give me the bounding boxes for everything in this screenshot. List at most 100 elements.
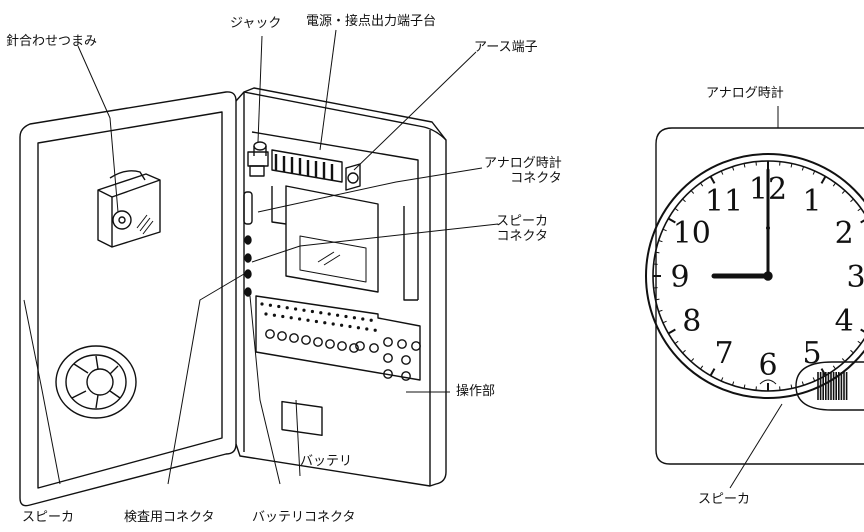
analog-clock-label: アナログ時計	[706, 86, 784, 101]
door-speaker	[55, 345, 137, 419]
analog-clock-connector-label: アナログ時計 コネクタ	[484, 156, 562, 186]
clock-numeral: 6	[758, 348, 777, 383]
clock-tick	[820, 175, 827, 184]
clock-numeral: 3	[846, 260, 864, 295]
indicator-dot	[348, 324, 352, 329]
clock-tick	[812, 170, 816, 175]
clock-tick	[682, 349, 686, 354]
hand-set-knob-label: 針合わせつまみ	[6, 34, 98, 49]
clock-tick	[832, 182, 836, 187]
jack-label: ジャック	[230, 16, 282, 31]
power-terminal-label: 電源・接点出力端子台	[306, 14, 437, 29]
clock-tick	[700, 365, 704, 370]
clock-tick	[674, 208, 679, 212]
clock-numeral: 10	[673, 216, 711, 251]
indicator-dot	[260, 302, 264, 306]
control-knob	[337, 341, 347, 351]
clock-tick	[682, 198, 686, 203]
control-knob	[383, 337, 393, 347]
clock-numeral: 1	[802, 184, 821, 219]
speaker-left-label: スピーカ	[22, 510, 75, 525]
control-knob	[369, 343, 379, 353]
operation-panel-label: 操作部	[456, 384, 496, 399]
control-knob	[411, 341, 421, 351]
clock-tick	[720, 377, 724, 382]
indicator-dot	[319, 311, 323, 315]
clock-tick	[857, 208, 862, 212]
indicator-dot	[365, 327, 369, 331]
indicator-dot	[327, 312, 331, 316]
indicator-dot	[277, 304, 281, 309]
control-knob	[349, 343, 359, 353]
clock-tick	[658, 309, 663, 313]
indicator-dot	[340, 323, 344, 327]
clock-speaker-grille	[817, 372, 848, 400]
battery-label: バッテリ	[300, 454, 353, 469]
clock-tick	[790, 163, 793, 168]
speaker-connector-label: スピーカ コネクタ	[496, 214, 549, 244]
clock-tick	[658, 239, 663, 243]
clock-numeral: 5	[802, 336, 821, 371]
control-knob	[401, 355, 411, 365]
control-knob	[401, 371, 411, 381]
clock-numeral: 11	[705, 184, 743, 219]
indicator-dot	[285, 306, 289, 310]
control-knob	[289, 333, 299, 343]
clock-tick	[662, 228, 667, 232]
clock-tick	[841, 358, 846, 362]
indicator-dot	[356, 326, 360, 330]
inspection-connector-label: 検査用コネクタ	[124, 510, 215, 525]
clock-tick	[812, 377, 816, 382]
hand-set-knob-unit	[97, 170, 161, 248]
indicator-dot	[361, 317, 365, 321]
clock-tick	[801, 381, 805, 386]
clock-tick	[690, 358, 695, 362]
indicator-dot	[323, 321, 327, 325]
clock-numeral: 8	[682, 304, 701, 339]
clock-tick	[667, 217, 676, 224]
clock-tick	[743, 163, 746, 168]
clock-tick	[662, 320, 667, 324]
clock-tick	[801, 166, 805, 171]
control-knob	[301, 335, 311, 345]
clock-tick	[655, 298, 660, 301]
clock-tick	[857, 340, 862, 344]
clock-housing	[655, 127, 864, 465]
speaker-right-label: スピーカ	[698, 492, 751, 507]
panel-knobs	[265, 329, 421, 381]
leader-lines	[23, 29, 783, 489]
clock-numeral: 4	[835, 304, 854, 339]
indicator-dot	[298, 317, 302, 321]
cabinet-body	[235, 87, 447, 487]
indicator-dot	[306, 318, 310, 322]
clock-tick	[709, 175, 716, 184]
clock-tick	[731, 381, 735, 386]
clock-tick	[674, 340, 679, 344]
clock-tick	[700, 182, 704, 187]
control-knob	[277, 331, 287, 341]
earth-terminal-label: アース端子	[474, 40, 538, 55]
control-knob	[383, 369, 393, 379]
control-knob	[355, 341, 365, 351]
clock-tick	[850, 198, 854, 203]
clock-tick	[841, 190, 846, 194]
indicator-dot	[336, 313, 340, 317]
indicator-dot	[369, 318, 373, 322]
indicator-dot	[352, 316, 356, 320]
indicator-dot	[272, 313, 276, 317]
jack	[247, 141, 269, 177]
clock-tick	[860, 328, 864, 333]
clock-tick	[667, 328, 676, 335]
indicator-dot	[344, 314, 348, 319]
control-knob	[397, 339, 407, 349]
indicator-dot	[264, 312, 268, 316]
clock-tick	[850, 349, 854, 354]
analog-clock-connector	[243, 191, 253, 225]
control-knob	[383, 353, 393, 363]
indicator-dot	[302, 308, 306, 312]
indicator-dot	[314, 319, 318, 324]
control-knob	[325, 339, 335, 349]
clock-tick	[790, 384, 793, 389]
